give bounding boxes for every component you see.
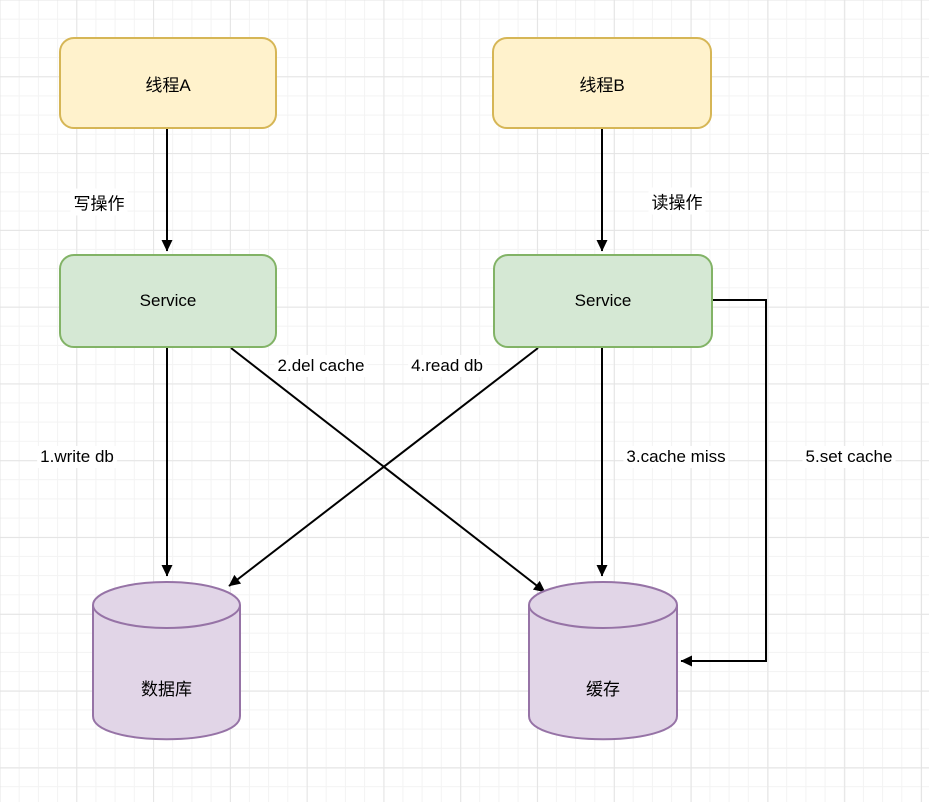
cache-cylinder-top bbox=[528, 581, 678, 629]
edge-read-db bbox=[228, 347, 539, 587]
cache-cylinder-body bbox=[528, 605, 678, 741]
thread-a-box bbox=[59, 37, 277, 129]
edge-set-cache bbox=[680, 299, 767, 667]
edge-del-cache bbox=[230, 347, 546, 593]
service-a-box bbox=[59, 254, 277, 348]
service-b-box bbox=[493, 254, 713, 348]
database-cylinder-top bbox=[92, 581, 241, 629]
database-cylinder-body bbox=[92, 605, 241, 741]
thread-b-box bbox=[492, 37, 712, 129]
